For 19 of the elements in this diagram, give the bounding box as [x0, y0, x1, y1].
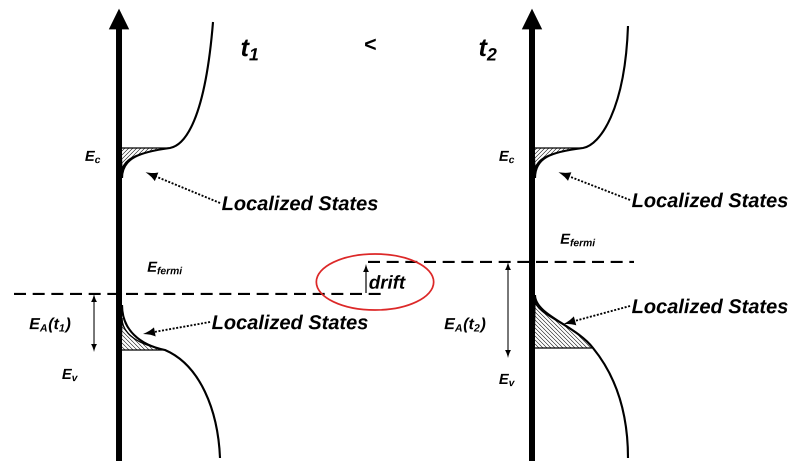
annotation-text: Localized States: [632, 298, 788, 314]
leader-line: [566, 305, 630, 325]
annotation-text: Localized States: [632, 192, 788, 208]
annotation-text: Localized States: [212, 314, 368, 330]
comparison-sign: <: [365, 38, 376, 50]
annotation-text: Localized States: [222, 196, 378, 210]
hatched-area: [533, 147, 584, 173]
energy-label: E$_{c}$: [499, 150, 514, 164]
energy-label: E$_{v}$: [62, 368, 78, 382]
time-label: t$_{1}$: [242, 40, 258, 60]
energy-label: E$_{A}$(t$_{1}$): [29, 318, 70, 332]
leader-line: [148, 172, 220, 204]
hatched-area: [533, 299, 594, 349]
energy-label: E$_{fermi}$: [560, 234, 596, 246]
leader-line: [146, 321, 210, 336]
hatched-area: [120, 147, 171, 173]
hatched-area: [120, 317, 166, 351]
leader-line: [561, 172, 630, 201]
energy-label: E$_{A}$(t$_{2}$): [444, 318, 486, 332]
